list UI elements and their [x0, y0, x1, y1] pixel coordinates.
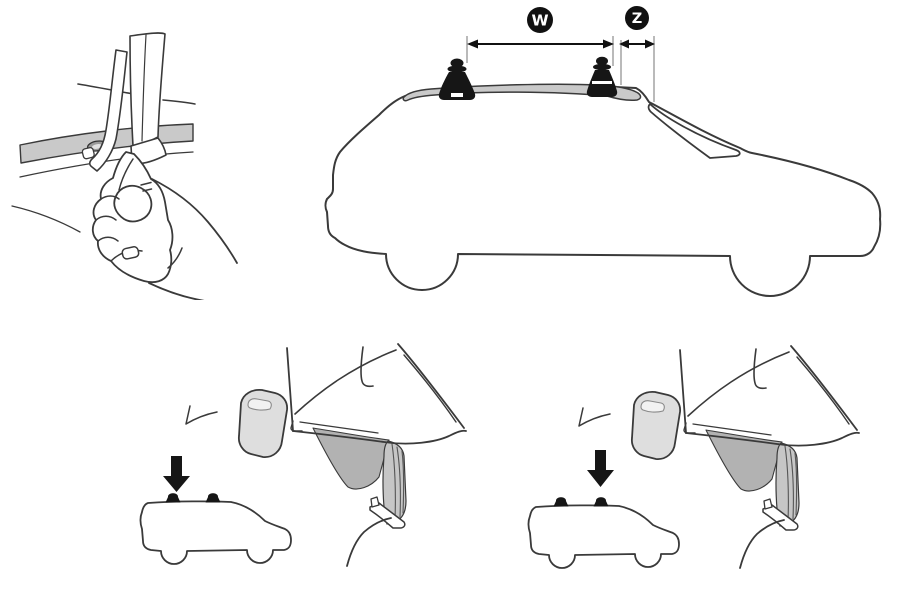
- bracket-rear-strip: [88, 49, 128, 172]
- body-lower-line: [11, 205, 81, 233]
- hand-illustration: [91, 151, 238, 300]
- windshield: [647, 103, 741, 159]
- down-arrow-icon: [163, 456, 190, 492]
- mini-car-icon: [527, 496, 680, 569]
- w-dimension-arrow: [467, 39, 614, 49]
- mounting-foot-rear: [438, 58, 476, 100]
- bracket-hand-illustration: [11, 32, 238, 300]
- thumb: [113, 184, 153, 223]
- fingernail: [121, 246, 140, 260]
- car-side-view-dimension-illustration: W Z: [324, 6, 882, 297]
- z-badge-circle: [625, 6, 649, 30]
- wrist-line: [167, 247, 183, 269]
- knuckle-line-2: [95, 215, 117, 221]
- arm-bottom-line: [148, 282, 205, 300]
- car-body-outline: [324, 85, 882, 297]
- bracket-front-panel: [129, 32, 166, 147]
- knuckle-line-3: [97, 236, 119, 242]
- w-dimension-badge: W: [527, 7, 553, 33]
- hand-crease-marks: [140, 181, 153, 192]
- mini-car-icon: [139, 492, 292, 565]
- w-dimension-label: W: [531, 12, 548, 30]
- roofline-right-segment: [162, 99, 196, 105]
- foot-position-panel-right: [527, 345, 860, 569]
- foot-position-panel-left: [139, 343, 467, 567]
- index-finger-line: [118, 158, 134, 191]
- dimension-witness-lines: [466, 36, 655, 102]
- mounting-foot-front: [586, 56, 618, 97]
- w-badge-circle: [527, 7, 553, 33]
- doorframe-crease-line: [19, 151, 194, 178]
- z-dimension-arrow: [619, 39, 655, 49]
- bracket-stud: [81, 146, 95, 160]
- mounting-bracket: [81, 32, 167, 172]
- z-dimension-badge: Z: [625, 6, 649, 30]
- foot-position-panels: [139, 343, 860, 569]
- bracket-detail-line: [141, 34, 147, 142]
- z-dimension-label: Z: [632, 11, 643, 27]
- arm-top-line: [151, 178, 238, 264]
- knuckle-line-1: [100, 195, 120, 200]
- down-arrow-icon: [587, 450, 614, 487]
